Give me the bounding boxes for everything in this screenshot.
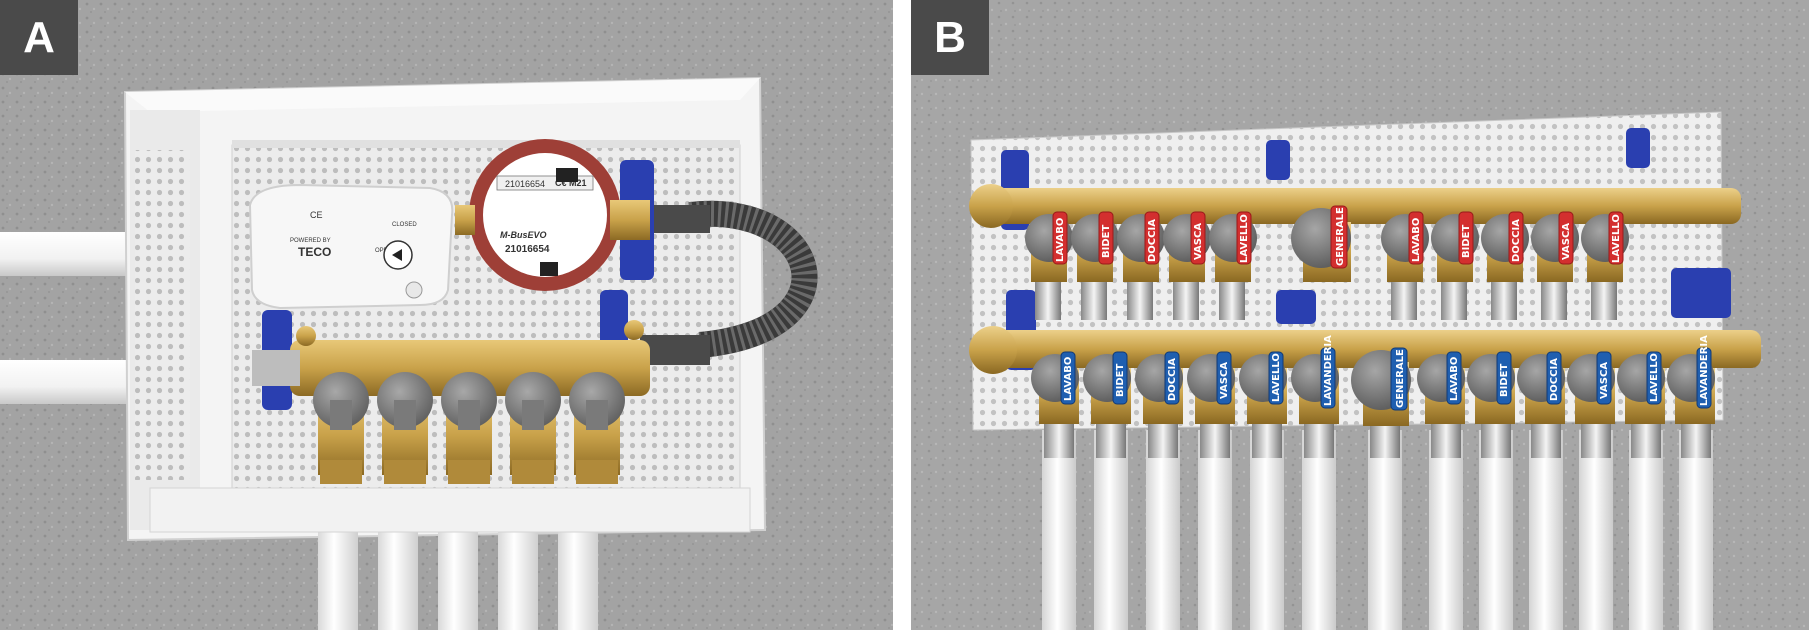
panel-b-image: LAVABO BIDET DOCCIA VASCA: [911, 0, 1809, 630]
panel-b-pipes: [1042, 430, 1713, 630]
svg-text:VASCA: VASCA: [1599, 362, 1610, 399]
svg-text:LAVELLO: LAVELLO: [1239, 214, 1250, 263]
svg-text:DOCCIA: DOCCIA: [1549, 358, 1560, 401]
svg-text:CLOSED: CLOSED: [392, 222, 417, 228]
svg-text:POWERED BY: POWERED BY: [290, 238, 331, 244]
svg-text:LAVABO: LAVABO: [1449, 357, 1460, 401]
svg-text:LAVABO: LAVABO: [1055, 218, 1066, 262]
svg-text:TECO: TECO: [298, 245, 331, 259]
top-valve-row: LAVABO BIDET DOCCIA VASCA: [1025, 205, 1629, 282]
svg-text:LAVANDERIA: LAVANDERIA: [1699, 335, 1710, 406]
svg-text:21016654: 21016654: [505, 244, 550, 255]
svg-text:LAVELLO: LAVELLO: [1611, 214, 1622, 263]
svg-text:LAVABO: LAVABO: [1411, 218, 1422, 262]
svg-text:VASCA: VASCA: [1219, 362, 1230, 399]
bottom-valve-row: LAVABO BIDET DOCCIA VASCA: [1031, 335, 1715, 426]
svg-text:M-BusEVO: M-BusEVO: [500, 230, 547, 240]
svg-text:C€ M21: C€ M21: [555, 178, 587, 188]
svg-text:CE: CE: [310, 210, 323, 220]
svg-text:OPEN: OPEN: [375, 248, 392, 254]
svg-text:LAVELLO: LAVELLO: [1271, 353, 1282, 402]
svg-text:LAVABO: LAVABO: [1063, 357, 1074, 401]
panel-b-illustration: LAVABO BIDET DOCCIA VASCA: [911, 0, 1809, 630]
panel-a-illustration: CE POWERED BY TECO CLOSED OPEN 21016654 …: [0, 0, 893, 630]
svg-text:VASCA: VASCA: [1193, 223, 1204, 260]
panel-a-image: CE POWERED BY TECO CLOSED OPEN 21016654 …: [0, 0, 893, 630]
panel-a-valves: [313, 372, 625, 484]
svg-text:BIDET: BIDET: [1101, 225, 1112, 258]
svg-text:LAVELLO: LAVELLO: [1649, 353, 1660, 402]
svg-text:DOCCIA: DOCCIA: [1147, 219, 1158, 262]
svg-text:DOCCIA: DOCCIA: [1511, 219, 1522, 262]
bottom-pipes: [318, 530, 598, 630]
svg-text:BIDET: BIDET: [1115, 364, 1126, 397]
panel-label-b: B: [911, 0, 989, 75]
svg-text:BIDET: BIDET: [1499, 364, 1510, 397]
svg-text:VASCA: VASCA: [1561, 223, 1572, 260]
svg-text:BIDET: BIDET: [1461, 225, 1472, 258]
svg-text:GENERALE: GENERALE: [1395, 349, 1406, 408]
svg-text:LAVANDERIA: LAVANDERIA: [1323, 335, 1334, 406]
panel-label-a: A: [0, 0, 78, 75]
svg-text:DOCCIA: DOCCIA: [1167, 358, 1178, 401]
svg-text:21016654: 21016654: [505, 179, 545, 189]
svg-text:GENERALE: GENERALE: [1335, 207, 1346, 266]
